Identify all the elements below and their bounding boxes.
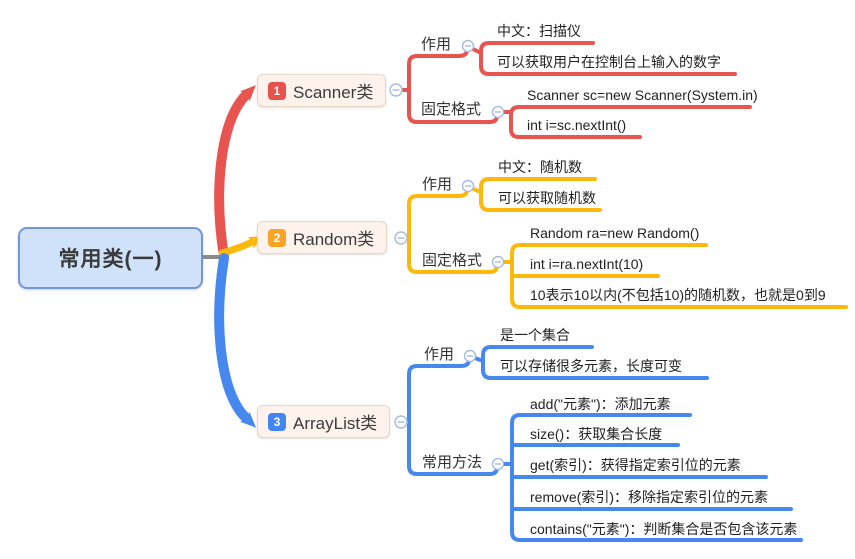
subtopic-scanner-zuoyong[interactable]: 作用 — [421, 36, 452, 53]
curve-to-scanner — [214, 85, 256, 261]
curve-to-arraylist — [214, 253, 257, 428]
collapse-button-arraylist-zuoyong[interactable] — [463, 349, 477, 363]
branch-number-badge: 3 — [268, 412, 286, 431]
subtopic-scanner-guding[interactable]: 固定格式 — [421, 101, 482, 118]
leaf-topic[interactable]: 可以获取随机数 — [498, 190, 596, 206]
branch-node-label: ArrayList类 — [293, 414, 378, 433]
random-connectors — [404, 177, 848, 309]
branch-node-random[interactable]: 2 Random类 — [257, 221, 388, 254]
root-node-label: 常用类(一) — [58, 248, 163, 271]
leaf-topic[interactable]: Scanner sc=new Scanner(System.in) — [527, 87, 758, 103]
collapse-button-random-zuoyong[interactable] — [461, 179, 475, 193]
branch-node-label: Scanner类 — [293, 83, 374, 102]
leaf-topic[interactable]: contains("元素")：判断集合是否包含该元素 — [530, 521, 798, 537]
scanner-connectors — [400, 41, 752, 139]
collapse-button-scanner-node[interactable] — [389, 83, 403, 97]
curve-to-random — [218, 236, 264, 257]
collapse-button-random-guding[interactable] — [491, 255, 505, 269]
leaf-topic[interactable]: Random ra=new Random() — [530, 225, 700, 241]
leaf-topic[interactable]: size()：获取集合长度 — [530, 426, 663, 442]
subtopic-random-guding[interactable]: 固定格式 — [422, 252, 483, 269]
leaf-topic[interactable]: 中文：随机数 — [498, 159, 582, 175]
leaf-topic[interactable]: remove(索引)：移除指定索引位的元素 — [530, 489, 769, 505]
collapse-button-random-node[interactable] — [394, 231, 408, 245]
subtopic-arraylist-changyong[interactable]: 常用方法 — [422, 454, 483, 471]
collapse-button-scanner-guding[interactable] — [491, 105, 505, 119]
leaf-topic[interactable]: 是一个集合 — [500, 327, 570, 343]
branch-node-scanner[interactable]: 1 Scanner类 — [257, 74, 387, 107]
leaf-topic[interactable]: get(索引)：获得指定索引位的元素 — [530, 457, 741, 473]
branch-number-badge: 1 — [268, 81, 286, 100]
leaf-topic[interactable]: add("元素")：添加元素 — [530, 396, 671, 412]
branch-node-arraylist[interactable]: 3 ArrayList类 — [257, 405, 391, 438]
leaf-topic[interactable]: int i=ra.nextInt(10) — [530, 256, 644, 272]
collapse-button-arraylist-changyong[interactable] — [491, 457, 505, 471]
leaf-topic[interactable]: 中文：扫描仪 — [497, 23, 581, 39]
leaf-topic[interactable]: 可以存储很多元素，长度可变 — [500, 358, 682, 374]
root-node[interactable]: 常用类(一) — [18, 227, 203, 289]
subtopic-random-zuoyong[interactable]: 作用 — [422, 176, 453, 193]
branch-number-badge: 2 — [268, 228, 286, 247]
leaf-topic[interactable]: 10表示10以内(不包括10)的随机数，也就是0到9 — [530, 287, 826, 303]
branch-node-label: Random类 — [293, 230, 375, 249]
collapse-button-scanner-zuoyong[interactable] — [461, 39, 475, 53]
subtopic-arraylist-zuoyong[interactable]: 作用 — [424, 346, 455, 363]
arraylist-connectors — [404, 345, 803, 542]
leaf-topic[interactable]: int i=sc.nextInt() — [527, 117, 627, 133]
leaf-topic[interactable]: 可以获取用户在控制台上输入的数字 — [497, 54, 721, 70]
collapse-button-arraylist-node[interactable] — [394, 415, 408, 429]
main-branch-curves — [214, 85, 264, 428]
